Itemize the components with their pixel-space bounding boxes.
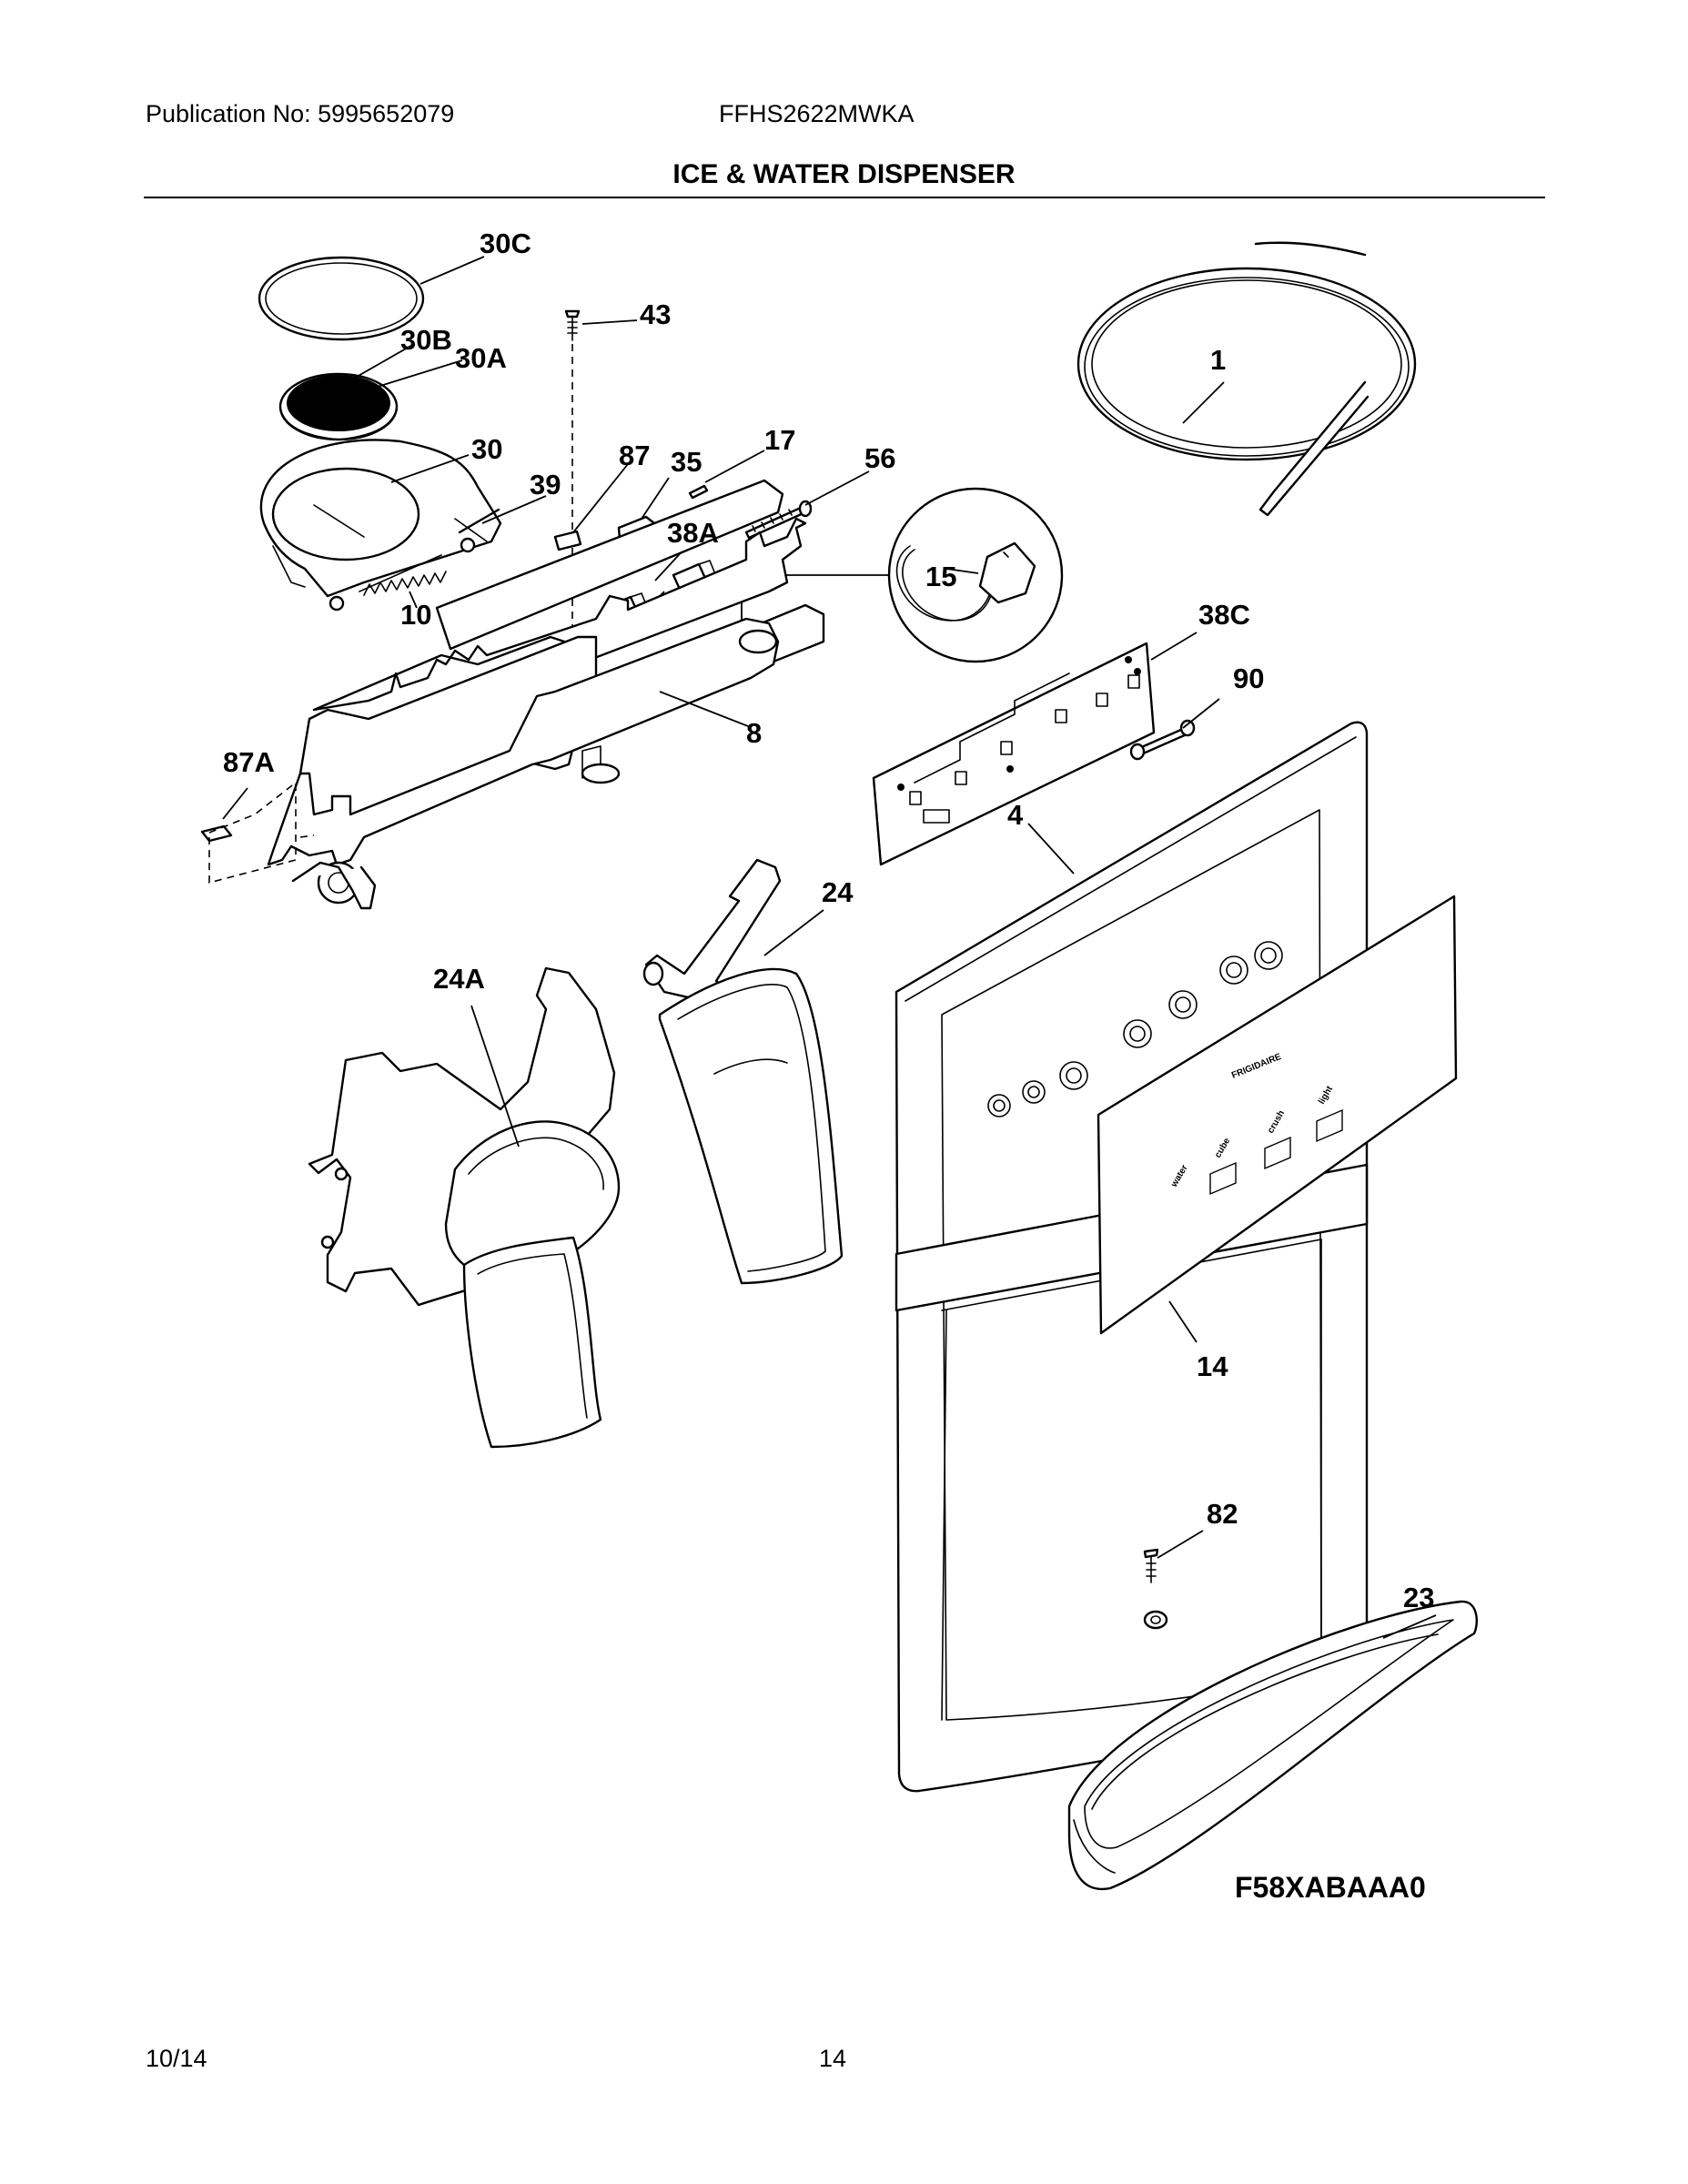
callout-4: 4 <box>1007 799 1024 831</box>
callout-30a: 30A <box>455 342 507 374</box>
callout-24: 24 <box>822 876 854 908</box>
callout-87a: 87A <box>223 746 275 778</box>
part-23-drip-tray <box>1067 1600 1478 1891</box>
part-30c-gasket <box>258 256 425 341</box>
callout-30: 30 <box>471 433 503 465</box>
callout-8: 8 <box>746 717 763 749</box>
part-39-pin <box>458 508 500 534</box>
header-rule <box>144 197 1545 198</box>
page-title: ICE & WATER DISPENSER <box>672 159 1016 189</box>
part-30a-30b-filter <box>278 372 399 441</box>
part-87a-clip <box>200 781 297 885</box>
part-8-dispenser-housing <box>267 479 825 910</box>
part-1-tubing <box>1076 241 1417 517</box>
part-24a-ice-chute <box>308 966 621 1449</box>
part-24-ice-paddle <box>642 858 844 1285</box>
publication-number: Publication No: 5995652079 <box>146 100 455 127</box>
part-38c-control-board <box>872 642 1156 866</box>
callout-43: 43 <box>640 298 672 330</box>
callout-24a: 24A <box>433 963 485 995</box>
part-43-screw <box>564 309 581 341</box>
callout-39: 39 <box>530 469 561 500</box>
part-17-screw <box>688 484 709 500</box>
callout-10: 10 <box>400 599 432 631</box>
part-30-filter-holder <box>259 439 502 612</box>
callout-56: 56 <box>864 442 896 474</box>
callout-30b: 30B <box>400 324 452 356</box>
part-56-screw <box>744 500 813 540</box>
footer-date: 10/14 <box>146 2045 207 2072</box>
part-82-screw <box>1143 1548 1159 1583</box>
callout-14: 14 <box>1197 1350 1228 1382</box>
part-87-clip <box>553 530 582 551</box>
callout-17: 17 <box>764 424 796 456</box>
page-number: 14 <box>819 2045 847 2072</box>
part-14-overlay-panel: FRIGIDAIRE cube crush light water <box>1097 895 1458 1335</box>
part-15-detail <box>887 487 1064 663</box>
model-number: FFHS2622MWKA <box>719 100 915 127</box>
part-10-spring <box>359 554 447 596</box>
callout-82: 82 <box>1207 1498 1238 1530</box>
callout-38c: 38C <box>1198 599 1250 631</box>
callout-90: 90 <box>1233 662 1265 694</box>
callout-38a: 38A <box>667 517 719 549</box>
callout-15: 15 <box>925 561 957 592</box>
diagram-code: F58XABAAA0 <box>1235 1871 1426 1904</box>
callout-30c: 30C <box>480 228 531 259</box>
callout-23: 23 <box>1403 1582 1435 1613</box>
callout-1: 1 <box>1210 344 1227 376</box>
callout-35: 35 <box>671 446 702 478</box>
callout-87: 87 <box>619 440 651 471</box>
part-90-pin <box>1129 719 1196 761</box>
